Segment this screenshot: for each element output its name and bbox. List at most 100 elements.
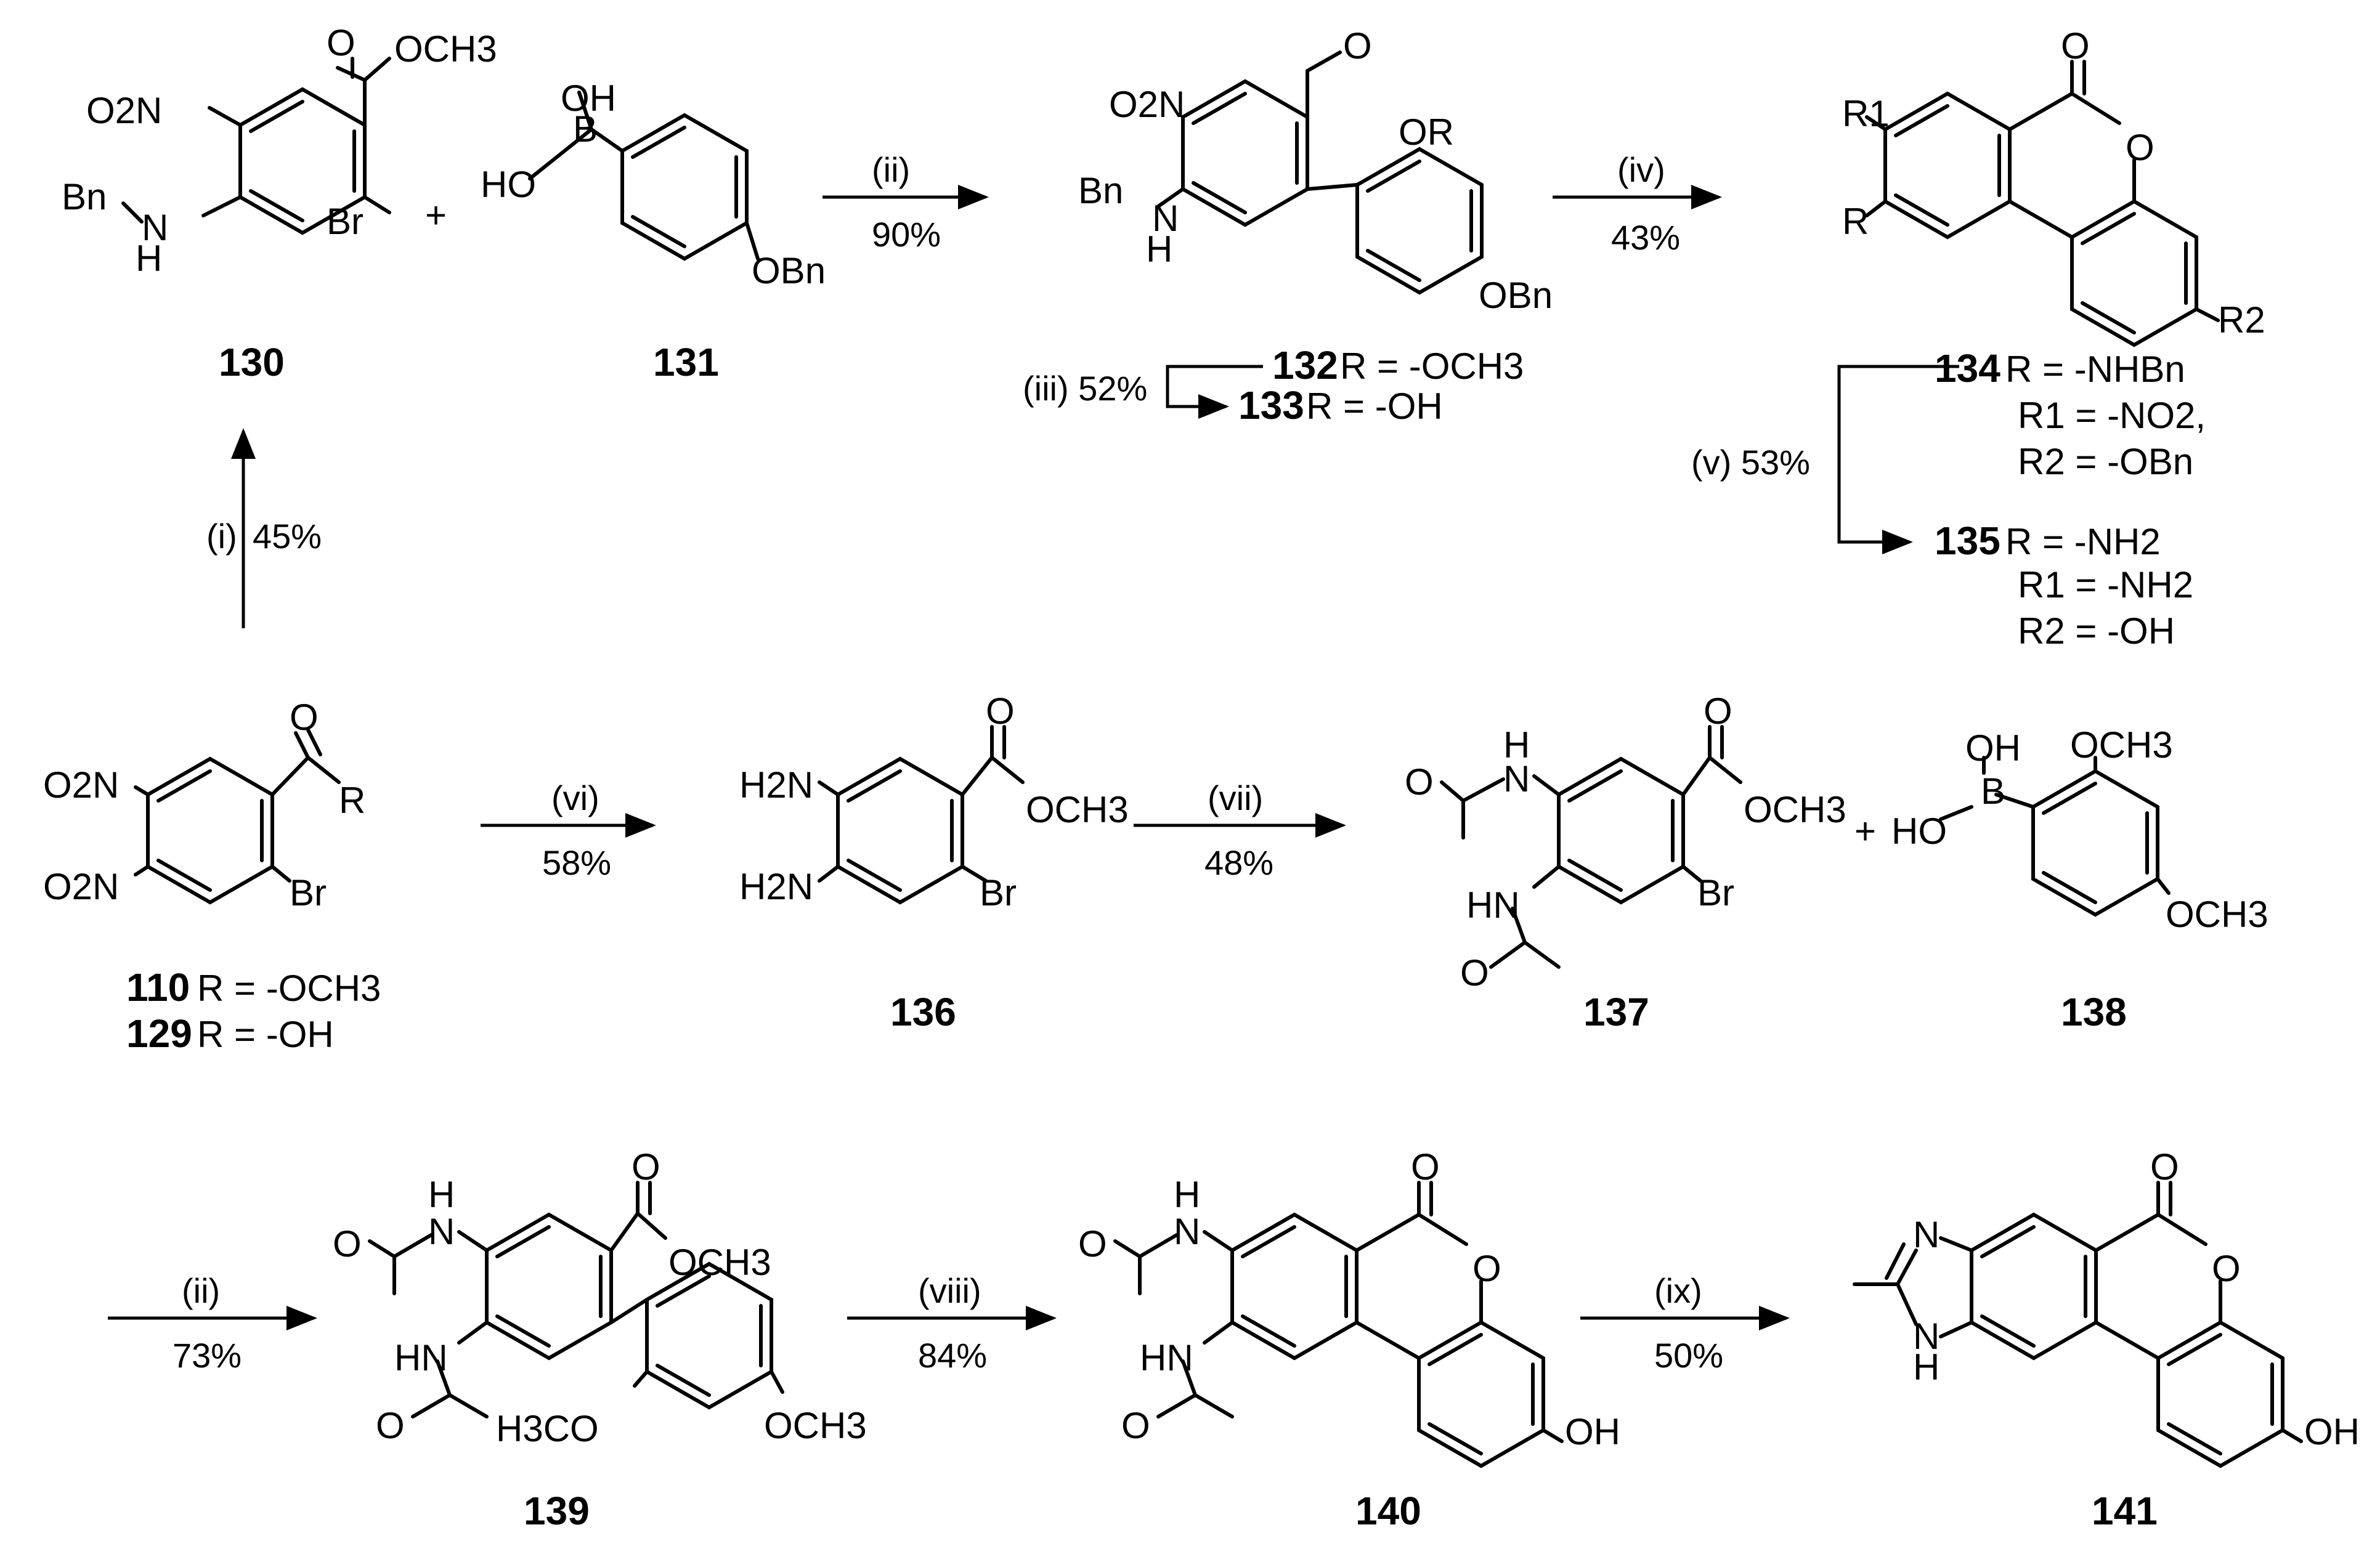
c132-obn-label: OBn <box>1479 275 1553 316</box>
c132-h-label: H <box>1146 229 1172 270</box>
c139-hn2-label: HN <box>394 1337 448 1378</box>
c141-h-label: H <box>1913 1346 1939 1388</box>
c138-number: 138 <box>2061 990 2127 1034</box>
c137-n1-label: N <box>1503 758 1530 799</box>
c140-oh-label: OH <box>1565 1411 1620 1452</box>
step-i-reagent: (i) <box>206 517 237 556</box>
c138-ho-label: HO <box>1891 811 1947 852</box>
c138-b-label: B <box>1981 771 2005 812</box>
c131-obn-label: OBn <box>752 250 826 291</box>
c139-och3-label: OCH3 <box>764 1405 867 1446</box>
c134-r1-label: R1 <box>1842 93 1890 134</box>
compound-139-structure <box>368 1181 784 1419</box>
c134-r1-value: R1 = -NO2, <box>2018 395 2206 436</box>
c139-carbonyl-o: O <box>632 1146 660 1188</box>
c132-carbonyl-o: O <box>1343 25 1372 67</box>
c110-no2-top-label: O2N <box>43 764 119 806</box>
step-vii-reagent: (vii) <box>1208 779 1263 817</box>
c137-br-label: Br <box>1697 872 1734 913</box>
compound-136-structure <box>818 725 1025 905</box>
c135-r2-value: R2 = -OH <box>2018 610 2175 652</box>
c140-ring-o: O <box>1472 1248 1501 1289</box>
c138-och3-top-label: OCH3 <box>2070 724 2173 766</box>
c134-number: 134 <box>1935 346 2000 391</box>
c137-acetyl-o1: O <box>1405 761 1434 803</box>
c132-bn-label: Bn <box>1078 170 1123 211</box>
c140-carbonyl-o: O <box>1411 1146 1440 1188</box>
c139-number: 139 <box>524 1489 590 1533</box>
arrow-step-v <box>1837 365 1959 554</box>
c135-r-value: R = -NH2 <box>2005 521 2161 562</box>
c134-r2-value: R2 = -OBn <box>2018 441 2193 482</box>
c139-n1-label: N <box>428 1211 455 1252</box>
c139-h3co-label: H3CO <box>496 1408 599 1449</box>
c130-bn-label: Bn <box>62 176 107 217</box>
c140-hn2-label: HN <box>1140 1337 1193 1378</box>
c140-number: 140 <box>1355 1489 1421 1533</box>
c140-acetyl-o1: O <box>1078 1223 1107 1265</box>
step-iv-yield: 43% <box>1611 218 1680 257</box>
c110-r-value: R = -OCH3 <box>197 968 381 1009</box>
c110-number: 110 <box>126 965 190 1010</box>
c141-n2-label: N <box>1913 1316 1939 1357</box>
c134-ring-o: O <box>2126 127 2155 168</box>
plus-sign-middle: + <box>1854 811 1876 852</box>
c138-och3-bottom-label: OCH3 <box>2166 894 2268 935</box>
c110-r-label: R <box>339 780 365 821</box>
c137-acetyl-o2: O <box>1460 952 1489 994</box>
c130-no2-label: O2N <box>86 90 162 131</box>
c130-nh-label: N <box>142 207 168 248</box>
c132-number: 132 <box>1272 343 1338 387</box>
c130-h-label: H <box>136 238 162 279</box>
c134-carbonyl-o: O <box>2061 25 2090 67</box>
step-ii-top-reagent: (ii) <box>872 150 910 189</box>
c133-r-value: R = -OH <box>1306 386 1443 427</box>
c110-carbonyl-o: O <box>290 697 319 738</box>
step-ii-bottom-reagent: (ii) <box>182 1271 220 1310</box>
c137-h1-label: H <box>1503 724 1530 766</box>
c141-number: 141 <box>2092 1489 2158 1533</box>
c131-ho-label: HO <box>481 164 536 205</box>
compound-140-structure <box>1113 1181 1564 1468</box>
c129-number: 129 <box>126 1011 192 1056</box>
c141-n1-label: N <box>1913 1214 1939 1255</box>
c129-r-value: R = -OH <box>197 1014 334 1055</box>
c140-n1-label: N <box>1174 1211 1200 1252</box>
compound-130-structure <box>121 57 391 235</box>
compound-138-structure <box>1939 756 2171 917</box>
step-ix-reagent: (ix) <box>1654 1271 1702 1310</box>
c136-br-label: Br <box>980 872 1017 913</box>
compound-134-structure <box>1865 60 2220 347</box>
step-vi-reagent: (vi) <box>551 779 599 817</box>
c130-number: 130 <box>219 340 285 384</box>
compound-137-structure <box>1440 725 1742 969</box>
c132-or-label: OR <box>1399 111 1454 153</box>
step-viii-reagent: (viii) <box>918 1271 981 1310</box>
c140-h1-label: H <box>1174 1174 1200 1215</box>
c139-h1-label: H <box>428 1174 455 1215</box>
arrow-step-iii <box>1166 365 1263 419</box>
c141-ring-o: O <box>2212 1248 2241 1289</box>
c136-number: 136 <box>890 990 956 1034</box>
c130-ester-label: OCH3 <box>394 28 497 70</box>
compound-131-structure <box>528 91 760 261</box>
c139-ester-label: OCH3 <box>668 1242 771 1283</box>
step-viii-yield: 84% <box>918 1336 987 1375</box>
c139-acetyl-o2: O <box>376 1405 405 1446</box>
c135-r1-value: R1 = -NH2 <box>2018 564 2193 605</box>
step-iv-reagent: (iv) <box>1617 150 1665 189</box>
c133-number: 133 <box>1238 383 1304 427</box>
c131-oh-label: OH <box>561 78 616 119</box>
step-vii-yield: 48% <box>1204 843 1273 882</box>
c141-oh-label: OH <box>2304 1411 2360 1452</box>
step-ii-bottom-yield: 73% <box>173 1336 242 1375</box>
c132-r-value: R = -OCH3 <box>1340 346 1524 387</box>
c139-acetyl-o1: O <box>333 1223 362 1265</box>
c134-r2-label: R2 <box>2218 299 2265 341</box>
c136-nh2-bottom-label: H2N <box>739 866 813 907</box>
c134-r-label: R <box>1842 201 1869 242</box>
c138-oh-label: OH <box>1965 727 2021 769</box>
c130-br-label: Br <box>327 201 363 242</box>
c141-carbonyl-o: O <box>2150 1146 2179 1188</box>
